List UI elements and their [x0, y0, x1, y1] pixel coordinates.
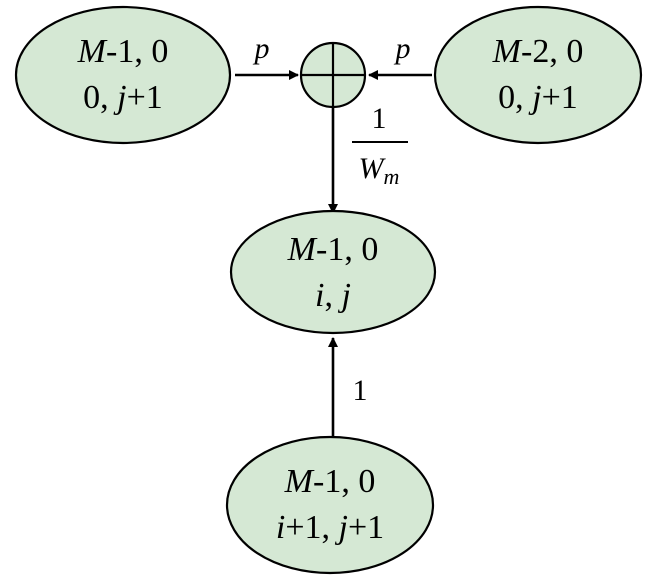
- node-top-left-line1: M-1, 0: [77, 33, 169, 70]
- edge-label-right-p: p: [394, 32, 411, 65]
- node-top-left: M-1, 0 0, j+1: [14, 5, 232, 145]
- node-bottom: M-1, 0 i+1, j+1: [225, 435, 435, 575]
- node-middle: M-1, 0 i, j: [229, 209, 437, 335]
- node-bottom-line1: M-1, 0: [284, 463, 376, 500]
- node-top-right: M-2, 0 0, j+1: [433, 5, 643, 145]
- edge-label-left-p: p: [253, 32, 270, 65]
- edge-label-fraction: 1 Wm: [352, 102, 408, 189]
- node-top-left-line2: 0, j+1: [83, 79, 163, 116]
- summation-node: [299, 41, 367, 109]
- node-middle-line1: M-1, 0: [287, 231, 379, 268]
- node-bottom-line2: i+1, j+1: [276, 509, 384, 546]
- node-top-right-line2: 0, j+1: [498, 79, 578, 116]
- edge-label-bottom-1: 1: [353, 374, 368, 407]
- plus-circle-icon: [301, 43, 365, 107]
- node-middle-line2: i, j: [315, 277, 351, 314]
- node-top-right-line1: M-2, 0: [492, 33, 584, 70]
- fraction-denominator: Wm: [359, 152, 400, 189]
- fraction-numerator: 1: [372, 102, 387, 135]
